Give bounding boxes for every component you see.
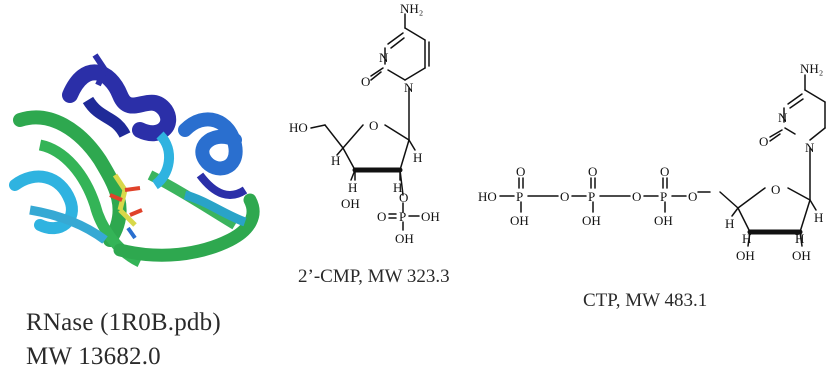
cmp-oh-p-label: OH — [421, 209, 440, 224]
ctp-structure-panel: NH₂ N N O HO P P P O O O O O O OH OH OH … — [470, 60, 830, 320]
ctp-bridge-o-c: O — [688, 189, 697, 204]
rnase-ribbon-image — [9, 53, 260, 267]
ctp-h2-label: H — [795, 231, 804, 246]
cmp-structure-panel: NH₂ N N O HO O H H H H OH O P O OH OH — [285, 0, 475, 300]
ctp-oh-r1-label: OH — [736, 248, 755, 263]
ctp-dbl-o2: O — [588, 164, 597, 179]
ctp-oh2-label: OH — [582, 213, 601, 228]
cmp-h1-label: H — [413, 150, 422, 165]
ctp-structure-drawing: NH₂ N N O HO P P P O O O O O O OH OH OH … — [478, 61, 826, 263]
cmp-o-double-label: O — [377, 209, 386, 224]
ctp-oh1-label: OH — [510, 213, 529, 228]
ctp-n3-label: N — [778, 110, 788, 125]
cmp-p-label: P — [399, 209, 406, 224]
ctp-nh2-label: NH₂ — [800, 61, 823, 76]
ctp-n1-label: N — [805, 140, 815, 155]
cmp-ho5-label: HO — [289, 120, 308, 135]
protein-name-caption: RNase (1R0B.pdb) — [26, 309, 221, 336]
ctp-h4-label: H — [725, 216, 734, 231]
ctp-p3-label: P — [660, 189, 667, 204]
ctp-ring-o-label: O — [771, 182, 780, 197]
ctp-p2-label: P — [588, 189, 595, 204]
ctp-oh-r2-label: OH — [792, 248, 811, 263]
cmp-oh-p2-label: OH — [395, 231, 414, 246]
ligand-stick-model — [109, 173, 143, 240]
ctp-dbl-o3: O — [660, 164, 669, 179]
protein-structure-panel: RNase (1R0B.pdb) MW 13682.0 — [0, 0, 290, 379]
cmp-n3-label: N — [379, 50, 389, 65]
ctp-caption: CTP, MW 483.1 — [583, 290, 708, 311]
ctp-h1-label: H — [814, 210, 823, 225]
cmp-n1-label: N — [404, 80, 414, 95]
cmp-h3-label: H — [348, 180, 357, 195]
ctp-o2-label: O — [759, 134, 768, 149]
ctp-h3-label: H — [742, 231, 751, 246]
ctp-bridge-o-a: O — [560, 189, 569, 204]
cmp-nh2-label: NH₂ — [400, 1, 423, 16]
cmp-ring-o-label: O — [369, 118, 378, 133]
cmp-h4-label: H — [331, 153, 340, 168]
cmp-oh3-label: OH — [341, 196, 360, 211]
cmp-o2-label: O — [361, 74, 370, 89]
cmp-caption: 2’-CMP, MW 323.3 — [298, 266, 450, 287]
ctp-bridge-o-b: O — [632, 189, 641, 204]
ctp-oh3-label: OH — [654, 213, 673, 228]
cmp-structure-drawing: NH₂ N N O HO O H H H H OH O P O OH OH — [289, 1, 440, 246]
ctp-dbl-o1: O — [516, 164, 525, 179]
ctp-ho-label: HO — [478, 189, 497, 204]
cmp-h2-label: H — [393, 180, 402, 195]
ctp-p1-label: P — [516, 189, 523, 204]
protein-mw-caption: MW 13682.0 — [26, 343, 161, 370]
cmp-o2p-label: O — [399, 190, 408, 205]
